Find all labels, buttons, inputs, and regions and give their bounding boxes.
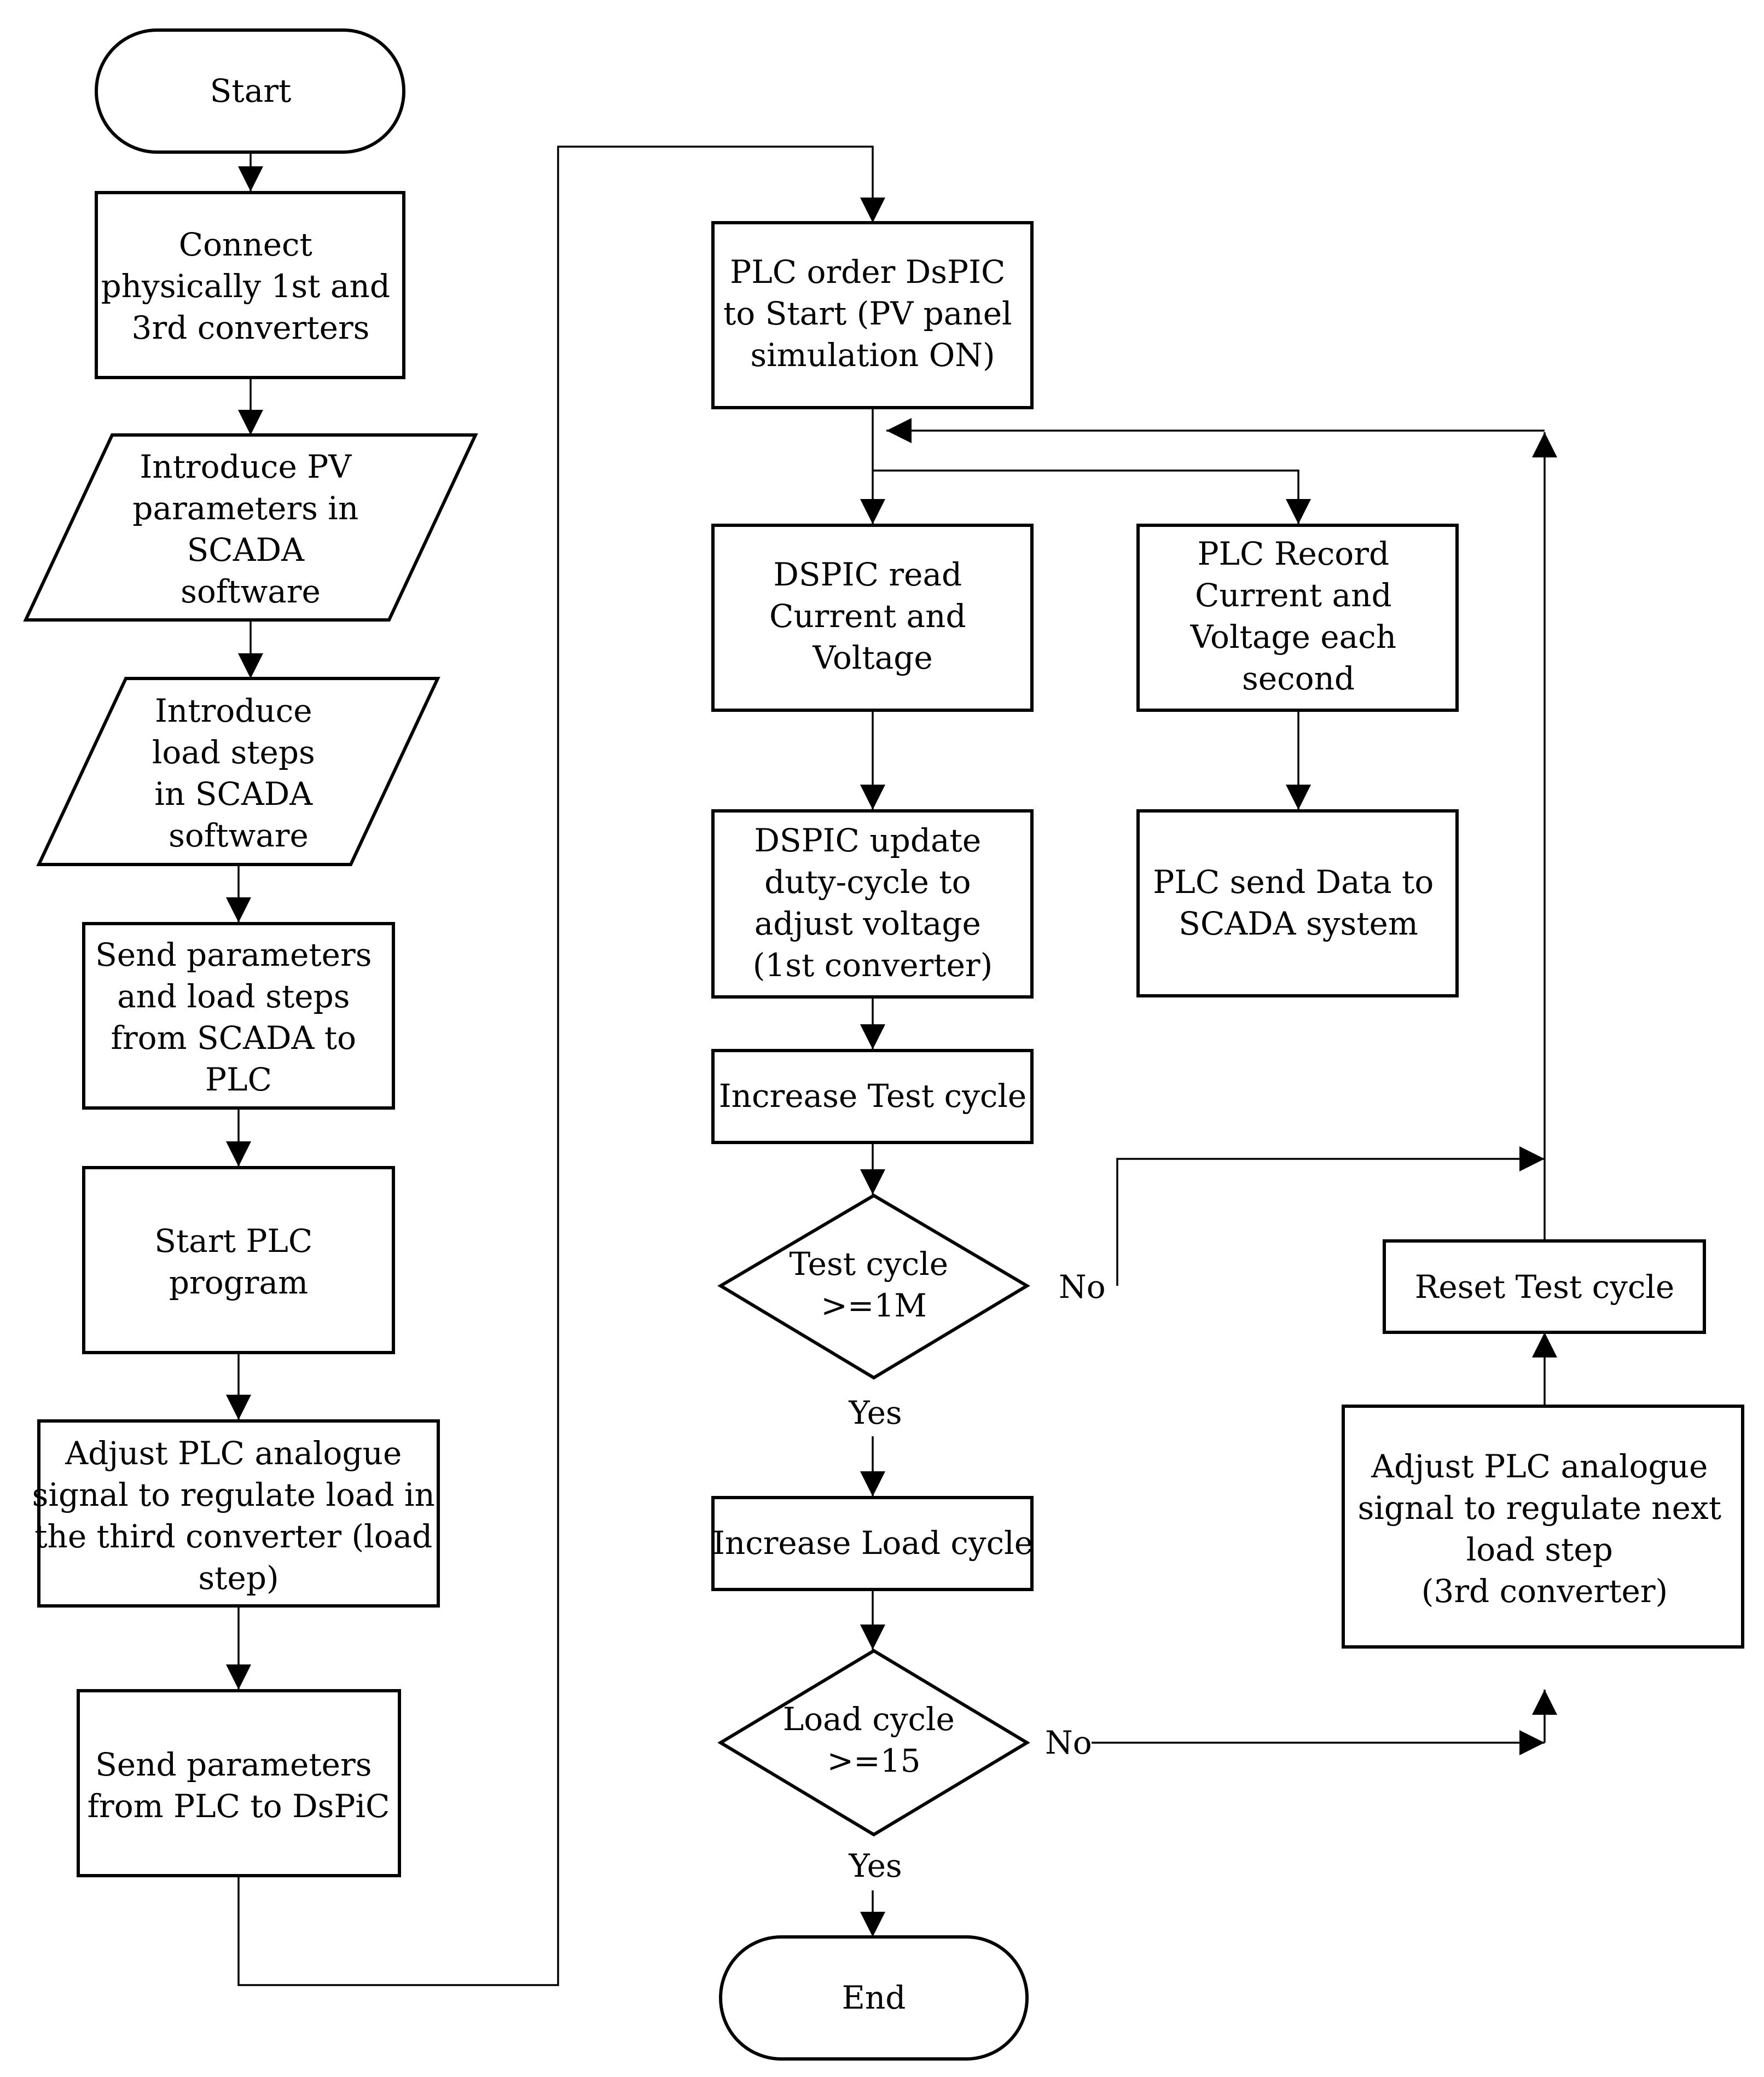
introduce-pv-label: Introduce PV parameters in SCADA softwar… bbox=[132, 448, 368, 610]
send-params-dspic-process bbox=[77, 1689, 401, 1877]
edge-plcorder-plcrecord bbox=[873, 469, 1311, 524]
increase-load-process bbox=[711, 1496, 1034, 1591]
dspic-read-label: DSPIC read Current and Voltage bbox=[769, 556, 976, 676]
node-labels: Start Connect physically 1st and 3rd con… bbox=[32, 72, 1732, 2016]
load-decision bbox=[717, 1649, 1030, 1837]
plc-record-label: PLC Record Current and Voltage each seco… bbox=[1190, 535, 1407, 697]
connectors bbox=[226, 146, 1557, 1986]
shapes bbox=[23, 28, 1744, 2061]
adjust-next-label: Adjust PLC analogue signal to regulate n… bbox=[1358, 1448, 1732, 1610]
dspic-read-process bbox=[711, 524, 1034, 712]
adjust-plc-load-process bbox=[37, 1419, 440, 1608]
test-decision bbox=[717, 1193, 1030, 1380]
reset-test-label: Reset Test cycle bbox=[1415, 1268, 1674, 1306]
edge-senddspic-plcorder bbox=[237, 146, 885, 1986]
end-terminal bbox=[719, 1935, 1029, 2061]
connect-process bbox=[95, 191, 405, 379]
send-params-dspic-label: Send parameters from PLC to DsPiC bbox=[88, 1746, 390, 1825]
increase-test-label: Increase Test cycle bbox=[719, 1077, 1027, 1115]
introduce-load-io bbox=[36, 677, 440, 866]
start-label: Start bbox=[210, 72, 292, 109]
connect-label: Connect physically 1st and 3rd converter… bbox=[101, 226, 401, 346]
edge-testdecision-no bbox=[1116, 1146, 1545, 1286]
load-yes-label: Yes bbox=[848, 1847, 902, 1884]
increase-load-label: Increase Load cycle bbox=[712, 1524, 1033, 1562]
increase-test-process bbox=[711, 1049, 1034, 1144]
start-plc-label: Start PLC program bbox=[154, 1222, 322, 1301]
plc-send-data-process bbox=[1136, 809, 1459, 997]
load-decision-label: Load cycle >=15 bbox=[783, 1701, 965, 1779]
send-params-scada-label: Send parameters and load steps from SCAD… bbox=[95, 936, 382, 1098]
test-decision-label: Test cycle >=1M bbox=[789, 1245, 958, 1324]
adjust-next-process bbox=[1342, 1405, 1744, 1649]
start-terminal bbox=[95, 28, 405, 154]
edge-labels: No Yes No Yes bbox=[848, 1268, 1105, 1884]
reset-test-process bbox=[1383, 1239, 1706, 1334]
adjust-plc-load-label: Adjust PLC analogue signal to regulate l… bbox=[32, 1435, 445, 1597]
test-no-label: No bbox=[1059, 1268, 1106, 1306]
test-yes-label: Yes bbox=[848, 1394, 902, 1431]
plc-send-data-label: PLC send Data to SCADA system bbox=[1153, 863, 1443, 942]
send-params-scada-process bbox=[82, 922, 395, 1110]
plc-order-process bbox=[711, 221, 1034, 409]
start-plc-process bbox=[82, 1166, 395, 1354]
plc-order-label: PLC order DsPIC to Start (PV panel simul… bbox=[723, 253, 1022, 374]
plc-record-process bbox=[1136, 524, 1459, 712]
introduce-load-label: Introduce load steps in SCADA software bbox=[152, 692, 325, 854]
end-label: End bbox=[842, 1979, 906, 2016]
load-no-label: No bbox=[1045, 1724, 1092, 1761]
dspic-update-label: DSPIC update duty-cycle to adjust voltag… bbox=[753, 822, 993, 984]
introduce-pv-io bbox=[23, 433, 478, 622]
dspic-update-process bbox=[711, 809, 1034, 999]
